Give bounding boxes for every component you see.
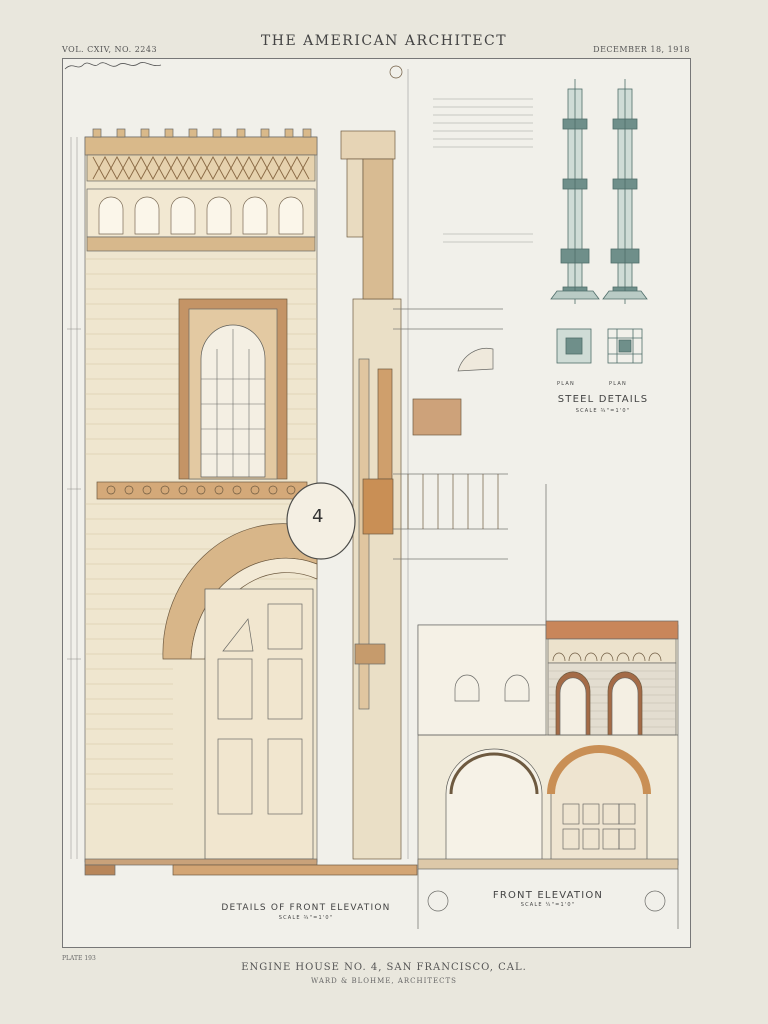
- drawing-sheet: 4 PLAN PLAN STEEL DETAILS SCALE ¾"=1'0" …: [62, 58, 691, 948]
- steel-details-scale: SCALE ¾"=1'0": [575, 408, 631, 414]
- plate-number: PLATE 193: [62, 955, 96, 962]
- front-elevation-label: FRONT ELEVATION: [492, 890, 604, 901]
- details-front-elevation-scale: SCALE ¾"=1'0": [278, 915, 334, 921]
- front-elevation: [417, 484, 679, 929]
- architects-credit: WARD & BLOHME, ARCHITECTS: [311, 977, 457, 985]
- medallion-number: 4: [312, 506, 324, 527]
- details-front-elevation-label: DETAILS OF FRONT ELEVATION: [221, 903, 391, 913]
- architectural-drawing: [67, 65, 679, 929]
- issue-date: DECEMBER 18, 1918: [593, 45, 690, 54]
- architect-signature: [64, 62, 162, 70]
- detail-elevation: [67, 65, 508, 876]
- steel-details: [433, 79, 648, 364]
- plan-label-left: PLAN: [557, 381, 575, 387]
- front-elevation-scale: SCALE ¼"=1'0": [520, 902, 576, 908]
- plan-label-right: PLAN: [609, 381, 627, 387]
- volume-number: VOL. CXIV, NO. 2243: [62, 45, 158, 54]
- journal-title: THE AMERICAN ARCHITECT: [260, 33, 508, 49]
- steel-details-label: STEEL DETAILS: [557, 394, 649, 405]
- plate-title: ENGINE HOUSE NO. 4, SAN FRANCISCO, CAL.: [241, 962, 527, 973]
